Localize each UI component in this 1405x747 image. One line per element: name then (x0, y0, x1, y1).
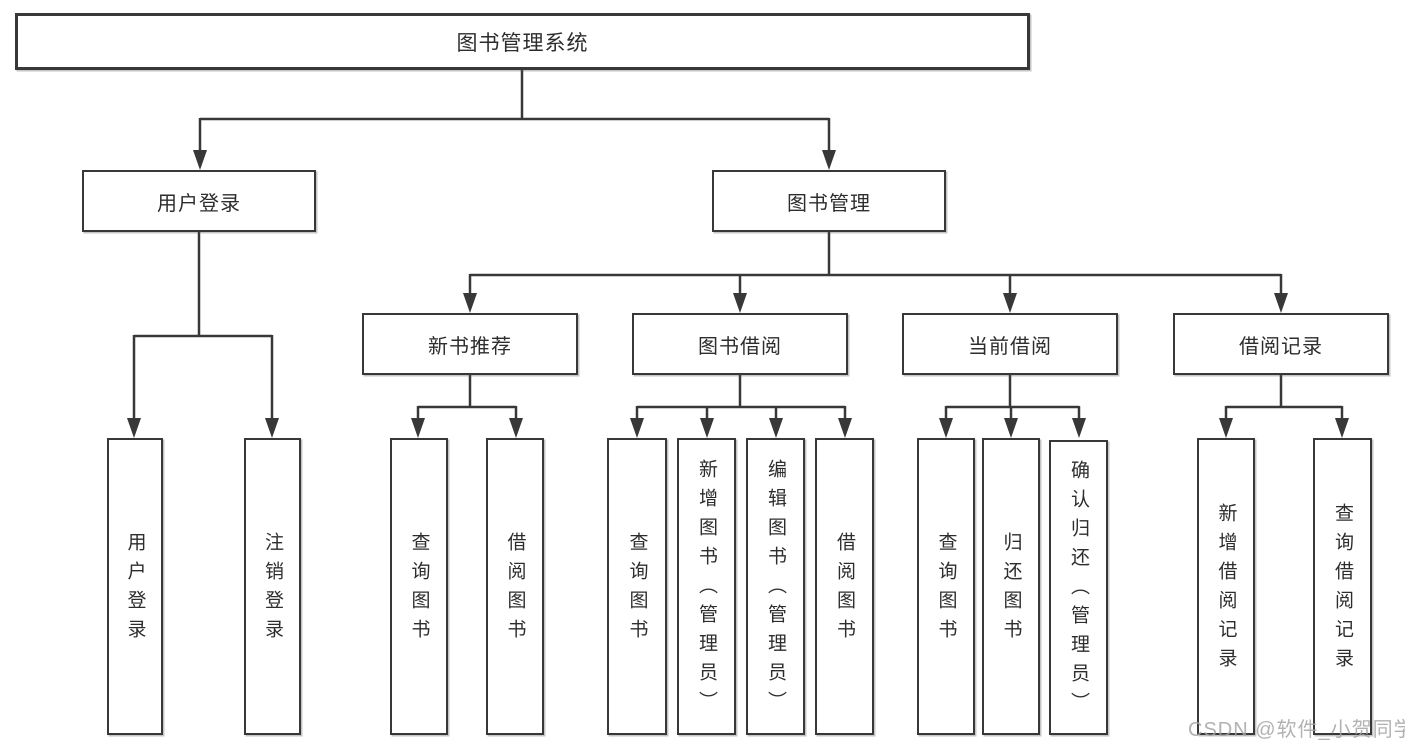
leaf-borrow-query-book: 查询图书 (607, 438, 667, 735)
leaf-borrow-book: 借阅图书 (815, 438, 874, 735)
leaf-add-book-admin: 新增图书（管理员） (677, 438, 736, 735)
leaf-edit-book-admin: 编辑图书（管理员） (746, 438, 805, 735)
node-current-borrow-label: 当前借阅 (968, 335, 1052, 358)
leaf-confirm-return-admin-label: 确认归还（管理员） (1068, 460, 1089, 721)
leaf-return-book-label: 归还图书 (1000, 531, 1022, 648)
leaf-recommend-borrow-book-label: 借阅图书 (504, 531, 526, 648)
leaf-confirm-return-admin: 确认归还（管理员） (1049, 440, 1108, 735)
leaf-query-borrow-record: 查询借阅记录 (1313, 438, 1372, 735)
leaf-recommend-borrow-book: 借阅图书 (486, 438, 544, 735)
leaf-user-login-label: 用户登录 (124, 531, 146, 648)
leaf-current-query-book: 查询图书 (917, 438, 975, 735)
leaf-logout: 注销登录 (244, 438, 301, 735)
leaf-borrow-query-book-label: 查询图书 (626, 531, 648, 648)
node-user-login-group: 用户登录 (82, 170, 316, 232)
leaf-borrow-book-label: 借阅图书 (834, 531, 855, 648)
leaf-logout-label: 注销登录 (262, 531, 283, 648)
node-book-management-label: 图书管理 (787, 192, 871, 215)
leaf-add-borrow-record-label: 新增借阅记录 (1215, 502, 1237, 677)
node-new-book-recommend: 新书推荐 (362, 313, 578, 375)
leaf-current-query-book-label: 查询图书 (935, 531, 957, 648)
leaf-recommend-query-book: 查询图书 (390, 438, 448, 735)
leaf-add-borrow-record: 新增借阅记录 (1197, 438, 1255, 735)
node-new-book-recommend-label: 新书推荐 (428, 335, 512, 358)
node-root-label: 图书管理系统 (456, 31, 589, 55)
leaf-edit-book-admin-label: 编辑图书（管理员） (765, 459, 786, 720)
node-borrow-record: 借阅记录 (1173, 313, 1389, 375)
node-current-borrow: 当前借阅 (902, 313, 1118, 375)
node-book-borrow: 图书借阅 (632, 313, 848, 375)
leaf-user-login: 用户登录 (107, 438, 163, 735)
leaf-query-borrow-record-label: 查询借阅记录 (1332, 502, 1353, 677)
csdn-watermark: CSDN @软件_小贺同学 (1188, 719, 1405, 741)
leaf-return-book: 归还图书 (982, 438, 1040, 735)
node-root-library-management-system: 图书管理系统 (15, 13, 1030, 70)
leaf-add-book-admin-label: 新增图书（管理员） (696, 459, 717, 720)
node-book-borrow-label: 图书借阅 (698, 335, 782, 358)
arrowheads (127, 150, 1349, 438)
leaf-recommend-query-book-label: 查询图书 (408, 531, 430, 648)
node-borrow-record-label: 借阅记录 (1239, 335, 1323, 358)
node-book-management: 图书管理 (712, 170, 946, 232)
node-user-login-group-label: 用户登录 (157, 192, 241, 215)
